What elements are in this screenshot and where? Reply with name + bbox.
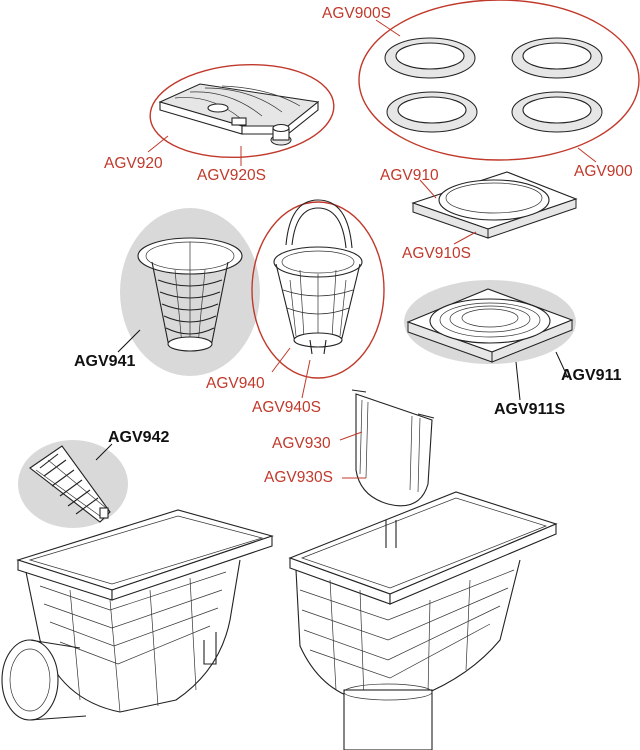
agv942-bracket [29, 445, 111, 523]
label-agv911: AGV911 [561, 367, 622, 384]
leader-agv940 [271, 347, 291, 373]
agv920-cover-plate [158, 83, 320, 135]
agv920-group-oval [149, 63, 335, 159]
leader-agv910 [419, 179, 437, 199]
label-agv930s: AGV930S [264, 469, 333, 486]
agv941-spiral-basket [137, 237, 243, 352]
label-agv910s: AGV910S [402, 245, 471, 262]
agv940-basket [273, 199, 363, 355]
label-agv942: AGV942 [108, 429, 169, 446]
agv940-group-oval [251, 201, 385, 379]
agv900s-rings [384, 37, 603, 133]
label-agv940s: AGV940S [252, 399, 321, 416]
leader-agv911s [515, 361, 521, 401]
leader-agv911 [555, 351, 569, 379]
leader-agv940s [301, 359, 311, 399]
agv900-group-oval [358, 0, 640, 161]
label-agv900: AGV900 [574, 163, 633, 180]
label-agv900s: AGV900S [322, 5, 391, 22]
leader-agv941 [117, 329, 141, 353]
label-agv940: AGV940 [206, 375, 265, 392]
label-agv910: AGV910 [380, 167, 439, 184]
label-agv920s: AGV920S [197, 167, 266, 184]
agv911-frame [406, 288, 574, 363]
label-agv911s: AGV911S [494, 401, 565, 418]
label-agv920: AGV920 [104, 155, 163, 172]
leader-lines [95, 19, 597, 479]
label-agv941: AGV941 [74, 353, 135, 370]
leader-agv920 [147, 135, 169, 153]
agv930-flap [351, 389, 435, 507]
gully-body-side-outlet [1, 509, 274, 721]
label-agv930: AGV930 [272, 435, 331, 452]
agv910-frame [411, 171, 578, 239]
leader-agv900 [577, 147, 597, 163]
leader-agv910s [453, 231, 477, 245]
agv920s-plug [270, 123, 292, 146]
leader-agv900s [375, 19, 401, 37]
gully-body-bottom-outlet [288, 491, 558, 750]
leader-agv942 [95, 443, 113, 461]
leader-agv930 [339, 431, 363, 441]
